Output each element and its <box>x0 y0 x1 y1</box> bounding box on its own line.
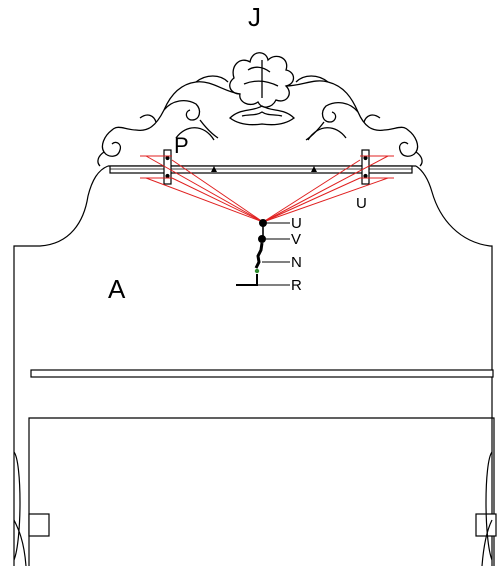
panel-label: A <box>108 274 126 304</box>
hook-label-u: U <box>291 215 302 232</box>
lower-frame <box>13 417 497 566</box>
headboard-outline <box>13 165 493 566</box>
hook-marker <box>254 268 260 274</box>
ornamental-crest <box>97 52 423 167</box>
leader-lines <box>258 222 290 286</box>
horizontal-slat <box>30 369 494 378</box>
hook-label-r: R <box>291 277 302 294</box>
hook-assembly <box>236 219 267 286</box>
right-bracket-label: U <box>356 195 367 212</box>
hook-ring-u <box>259 219 267 227</box>
left-bracket-label: P <box>174 133 189 158</box>
suspension-wires <box>140 155 394 223</box>
hook-label-n: N <box>291 254 302 271</box>
hook-label-v: V <box>291 231 301 248</box>
crest-label: J <box>248 2 261 32</box>
hook-ring-v <box>258 235 266 243</box>
